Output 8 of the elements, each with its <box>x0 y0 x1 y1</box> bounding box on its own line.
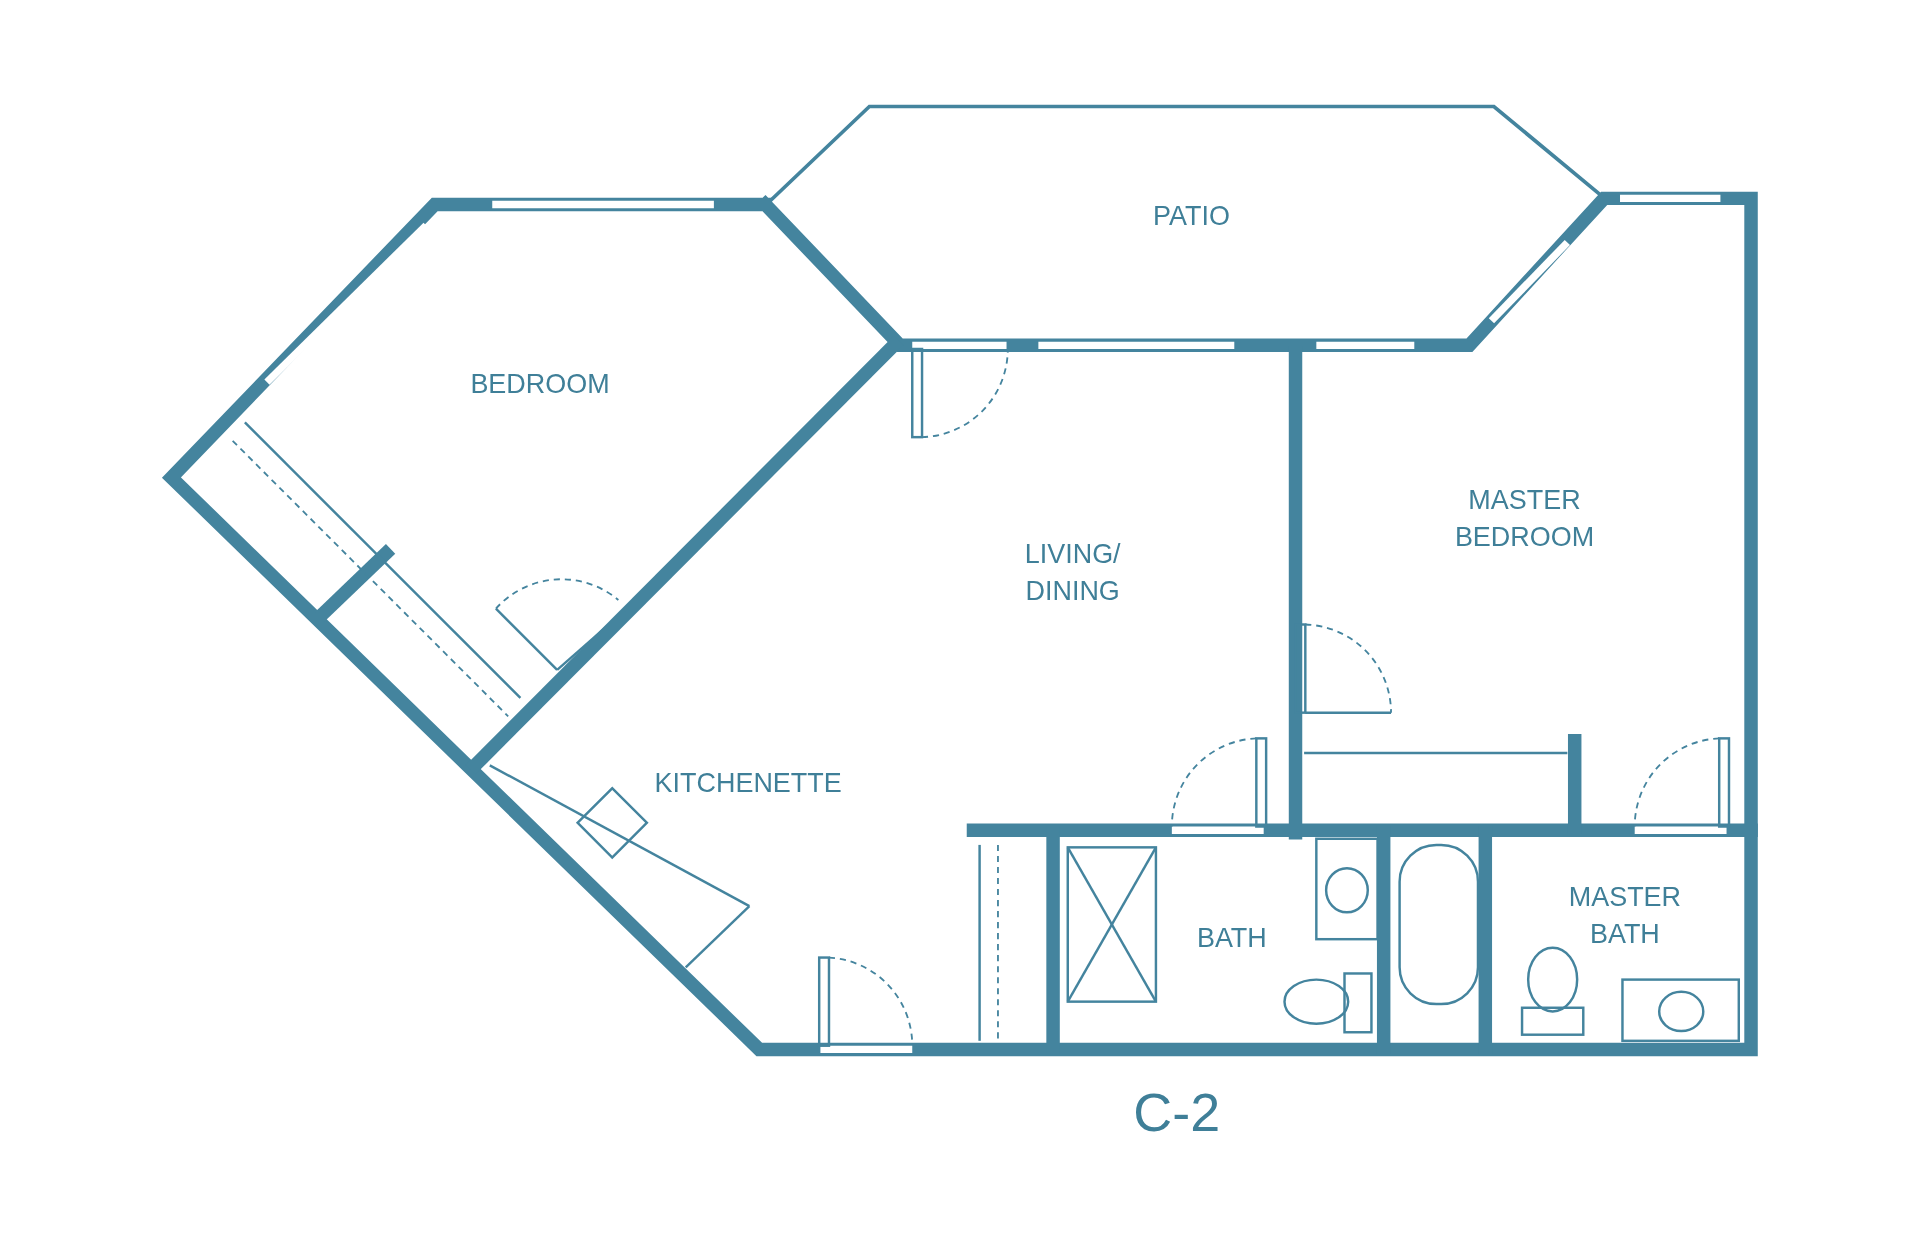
room-label: MASTER BATH <box>1567 880 1683 951</box>
room-label: PATIO <box>1152 199 1231 234</box>
room-label: LIVING/ DINING <box>1023 537 1122 609</box>
room-label: MASTER BEDROOM <box>1453 483 1596 555</box>
room-label: BATH <box>1195 921 1268 955</box>
room-label: KITCHENETTE <box>653 766 843 801</box>
plan-title: C-2 <box>1132 1082 1222 1144</box>
room-label: BEDROOM <box>469 367 611 402</box>
